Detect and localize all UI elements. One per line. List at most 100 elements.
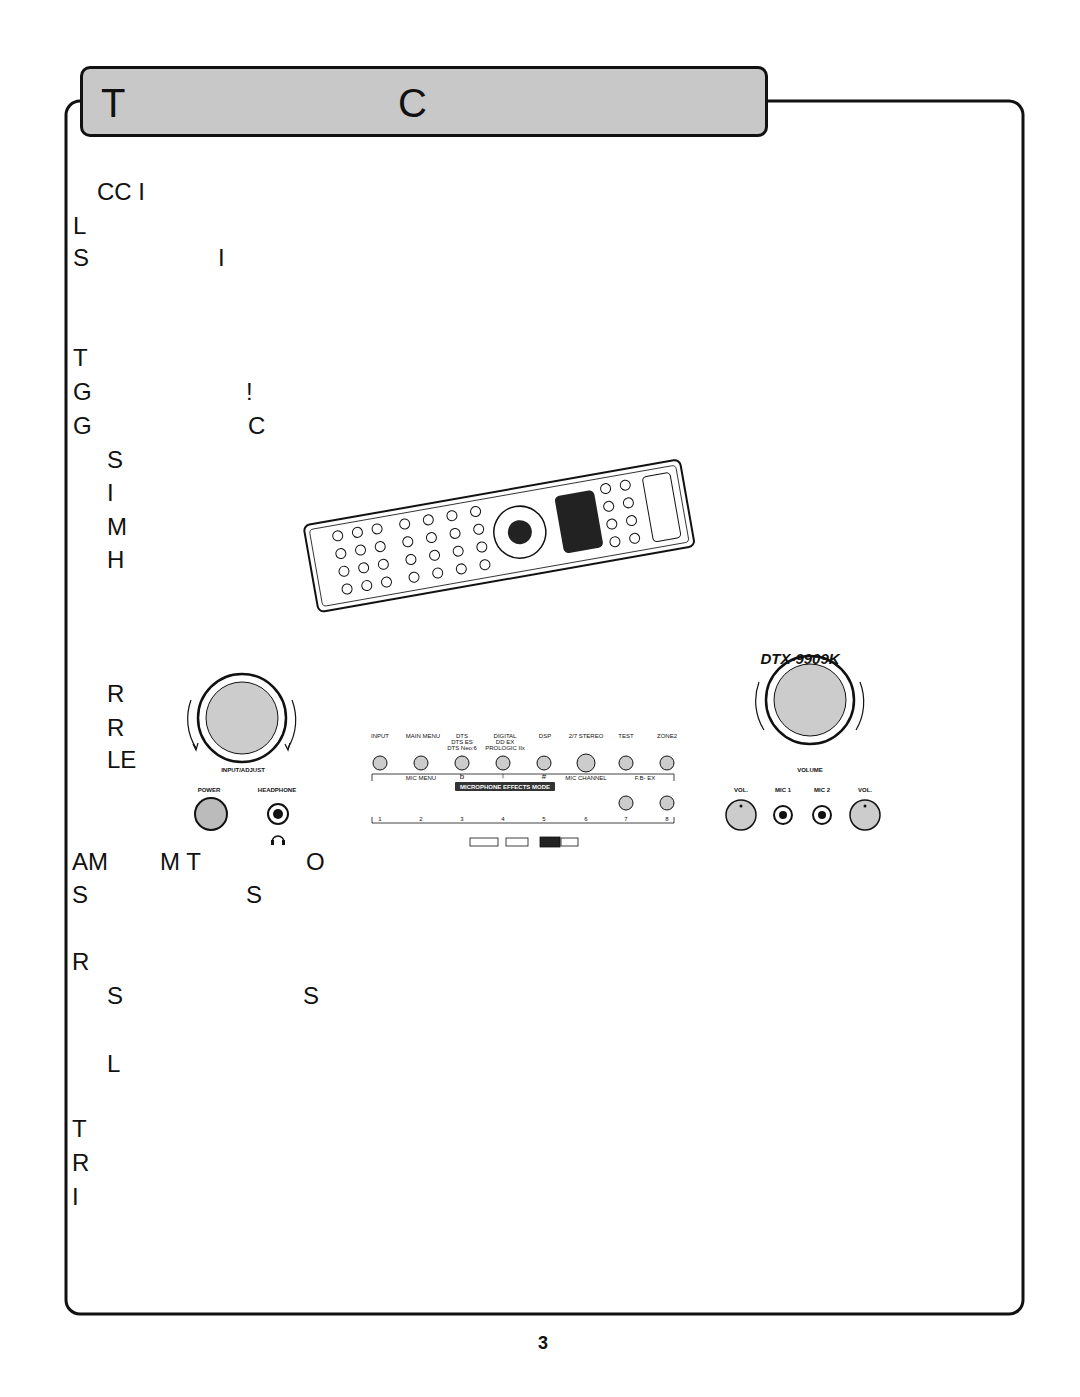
- art-rect: [303, 459, 694, 612]
- text-fragment: S: [107, 448, 123, 472]
- panel-label: 7: [624, 816, 627, 822]
- art-circle: [470, 506, 482, 518]
- art-rect: [506, 838, 528, 846]
- art-circle: [426, 532, 438, 544]
- panel-label: MIC 2: [814, 787, 830, 793]
- art-circle: [449, 528, 461, 540]
- panel-label: DTS Neo:6: [447, 745, 477, 751]
- mic-bracket: [372, 774, 674, 781]
- text-fragment: L: [107, 1052, 120, 1076]
- input-knob: [188, 674, 296, 762]
- art-path: [856, 682, 864, 730]
- mic-jack-core: [779, 811, 787, 819]
- text-fragment: C: [248, 414, 265, 438]
- art-circle: [456, 563, 468, 575]
- panel-label: DTS ES: [451, 739, 473, 745]
- text-fragment: M: [107, 515, 127, 539]
- art-circle: [429, 550, 441, 562]
- art-circle: [629, 533, 641, 545]
- art-rect: [470, 838, 498, 846]
- panel-label: 1: [378, 816, 381, 822]
- panel-label: MIC MENU: [406, 775, 436, 781]
- art-circle: [198, 674, 286, 762]
- art-path: [188, 700, 196, 748]
- art-rect: [554, 490, 603, 554]
- art-circle: [600, 483, 612, 495]
- panel-label: MAIN MENU: [406, 733, 440, 739]
- panel-label: DSP: [539, 733, 551, 739]
- text-fragment: T: [73, 346, 88, 370]
- text-fragment: R: [72, 1151, 89, 1175]
- art-ellipse: [490, 502, 550, 562]
- node-text: C: [398, 83, 427, 123]
- panel-label: POWER: [198, 787, 221, 793]
- mic-jack: [774, 806, 792, 824]
- art-circle: [381, 576, 393, 588]
- art-circle: [609, 536, 621, 548]
- vol-knob: [726, 800, 756, 830]
- text-fragment: I: [218, 246, 225, 270]
- art-circle: [338, 566, 350, 578]
- panel-label: DD EX: [496, 739, 514, 745]
- art-circle: [603, 501, 615, 513]
- art-circle: [473, 523, 485, 535]
- art-circle: [335, 548, 347, 560]
- panel-label: 5: [542, 816, 545, 822]
- node-text: T: [101, 83, 125, 123]
- art-circle: [399, 518, 411, 530]
- art-circle: [626, 515, 638, 527]
- panel-label: VOL.: [858, 787, 872, 793]
- panel-label: ZONE2: [657, 733, 677, 739]
- panel-label: 3: [538, 1334, 548, 1352]
- headphone-jack: [268, 804, 288, 824]
- art-g: [373, 754, 674, 810]
- art-rect: [561, 838, 578, 846]
- text-fragment: T: [72, 1117, 87, 1141]
- art-circle: [374, 541, 386, 553]
- art-g: [332, 479, 641, 594]
- art-circle: [619, 796, 633, 810]
- vol-mark: [740, 805, 743, 808]
- art-circle: [479, 559, 491, 571]
- text-fragment: M T: [160, 850, 201, 874]
- art-circle: [623, 497, 635, 509]
- vol-knob: [850, 800, 880, 830]
- art-circle: [619, 479, 631, 491]
- art-circle: [446, 510, 458, 522]
- art-circle: [341, 583, 353, 595]
- art-circle: [358, 562, 370, 574]
- number-bracket: [372, 817, 674, 823]
- art-rect: [642, 472, 681, 542]
- text-fragment: R: [107, 716, 124, 740]
- art-path: [756, 682, 764, 730]
- art-circle: [619, 756, 633, 770]
- text-fragment: H: [107, 548, 124, 572]
- headphone-jack-core: [273, 809, 283, 819]
- panel-label: DTX-9909K: [760, 651, 839, 666]
- panel-label: 4: [501, 816, 504, 822]
- panel-label: TEST: [618, 733, 633, 739]
- art-circle: [606, 518, 618, 530]
- art-circle: [423, 514, 435, 526]
- effects-band: MICROPHONE EFFECTS MODE: [455, 782, 555, 791]
- panel-label: 6: [584, 816, 587, 822]
- art-circle: [408, 571, 420, 583]
- art-circle: [432, 567, 444, 579]
- art-circle: [206, 682, 278, 754]
- vol-mark: [864, 805, 867, 808]
- panel-label: 3: [460, 816, 463, 822]
- panel-label: MIC 1: [775, 787, 791, 793]
- art-circle: [455, 756, 469, 770]
- panel-label: VOL.: [734, 787, 748, 793]
- text-fragment: G: [73, 414, 92, 438]
- mic-jack: [813, 806, 831, 824]
- art-circle: [402, 536, 414, 548]
- art-ellipse: [506, 518, 534, 546]
- text-fragment: L: [73, 214, 86, 238]
- art-circle: [361, 580, 373, 592]
- text-fragment: R: [107, 682, 124, 706]
- headphone-icon: [282, 840, 285, 845]
- art-circle: [660, 796, 674, 810]
- art-path: [288, 700, 296, 748]
